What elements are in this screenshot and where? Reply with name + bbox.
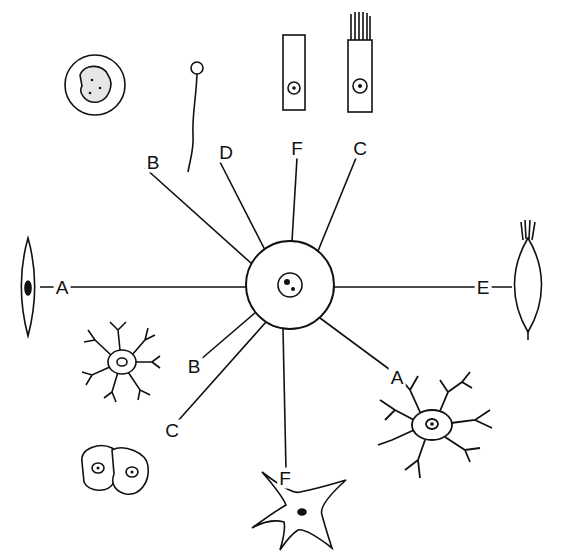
nucleus	[353, 79, 367, 93]
leader-line	[145, 168, 252, 264]
nucleus	[117, 358, 127, 366]
leader-line	[318, 158, 356, 251]
round-cell	[65, 55, 125, 115]
nucleolus	[291, 287, 295, 291]
leader-line	[40, 286, 246, 288]
callout-letter: A	[389, 367, 406, 388]
stellate-cell	[82, 322, 160, 402]
smooth-muscle-cell	[21, 238, 35, 336]
nucleus	[92, 463, 104, 473]
nucleus	[126, 467, 138, 477]
nucleus	[288, 82, 300, 94]
callout-letter: F	[289, 138, 305, 159]
sperm-head	[191, 62, 203, 74]
callout-letter: D	[217, 142, 235, 163]
callout-letter: C	[351, 138, 369, 159]
sperm-cell	[188, 62, 203, 172]
nucleolus	[358, 84, 362, 88]
cell-outline	[246, 241, 334, 329]
leader-line	[177, 322, 266, 422]
sperm-tail	[188, 74, 197, 172]
cell-outline	[21, 238, 35, 336]
fibrils	[521, 220, 535, 340]
star-cell	[252, 472, 346, 550]
central-cell	[246, 241, 334, 329]
leader-lines	[40, 158, 512, 470]
cell-outline	[515, 238, 542, 332]
callout-letter: B	[186, 356, 203, 377]
callout-letter: E	[475, 277, 492, 298]
cilia	[351, 12, 370, 40]
granule	[89, 92, 92, 95]
cell-outline	[112, 448, 148, 494]
nucleolus	[292, 86, 296, 90]
leader-line	[200, 312, 256, 360]
nucleus	[278, 273, 302, 297]
leader-line	[220, 162, 265, 250]
nucleolus	[97, 467, 100, 470]
processes	[82, 322, 160, 402]
cell-body	[108, 350, 136, 374]
leader-line	[283, 329, 286, 470]
nucleus	[80, 66, 111, 102]
callout-letter: A	[54, 277, 71, 298]
cell-outline	[348, 40, 372, 112]
nucleolus	[430, 422, 434, 426]
striated-fibre-cell	[515, 220, 542, 340]
granule	[91, 79, 94, 82]
nucleus	[426, 419, 438, 429]
nucleus	[298, 509, 306, 515]
ciliated-cell	[348, 12, 372, 112]
cell-outline	[65, 55, 125, 115]
cell-outline	[252, 472, 346, 550]
dendrites	[378, 372, 492, 478]
callout-letter: B	[145, 152, 162, 173]
callout-letter: F	[277, 468, 293, 489]
epithelial-cells	[82, 446, 148, 495]
granule	[99, 87, 102, 90]
leader-line	[292, 158, 297, 241]
nerve-cell	[378, 372, 492, 478]
cell-outline	[283, 35, 305, 110]
nucleolus	[131, 471, 134, 474]
callout-letter: C	[163, 420, 181, 441]
leader-line	[320, 318, 393, 372]
nucleus	[25, 281, 31, 295]
columnar-cell	[283, 35, 305, 110]
nucleolus	[284, 279, 290, 285]
cell-body	[412, 410, 452, 440]
